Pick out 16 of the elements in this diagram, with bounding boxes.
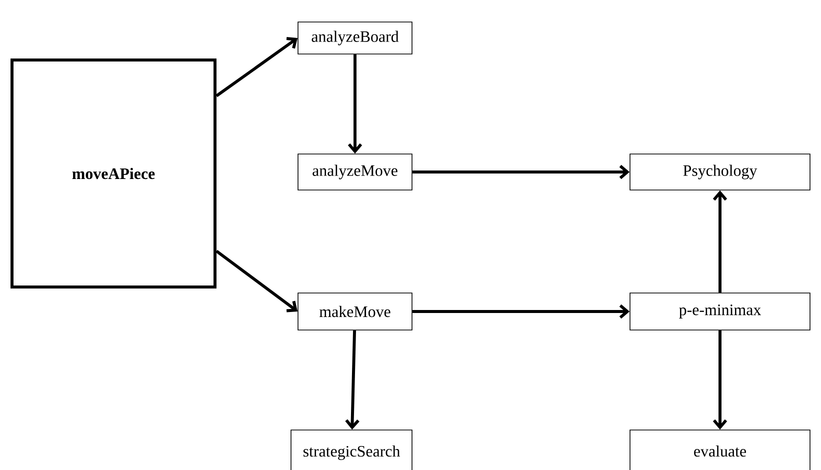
module-box: analyzeMove (298, 154, 412, 190)
module-box: Psychology (630, 154, 810, 190)
module-box: evaluate (630, 430, 810, 470)
arrow (712, 330, 728, 430)
arrow (412, 164, 630, 180)
arrow (712, 190, 728, 293)
arrow (412, 304, 630, 319)
module-box: strategicSearch (290, 430, 412, 470)
arrow (216, 37, 298, 98)
module-box: p-e-minimax (630, 292, 810, 330)
arrow (216, 250, 298, 312)
module-box: analyzeBoard (298, 22, 412, 54)
module-box: moveAPiece (10, 58, 216, 288)
arrow (348, 54, 362, 154)
module-box: makeMove (298, 292, 412, 330)
arrow (345, 330, 360, 430)
